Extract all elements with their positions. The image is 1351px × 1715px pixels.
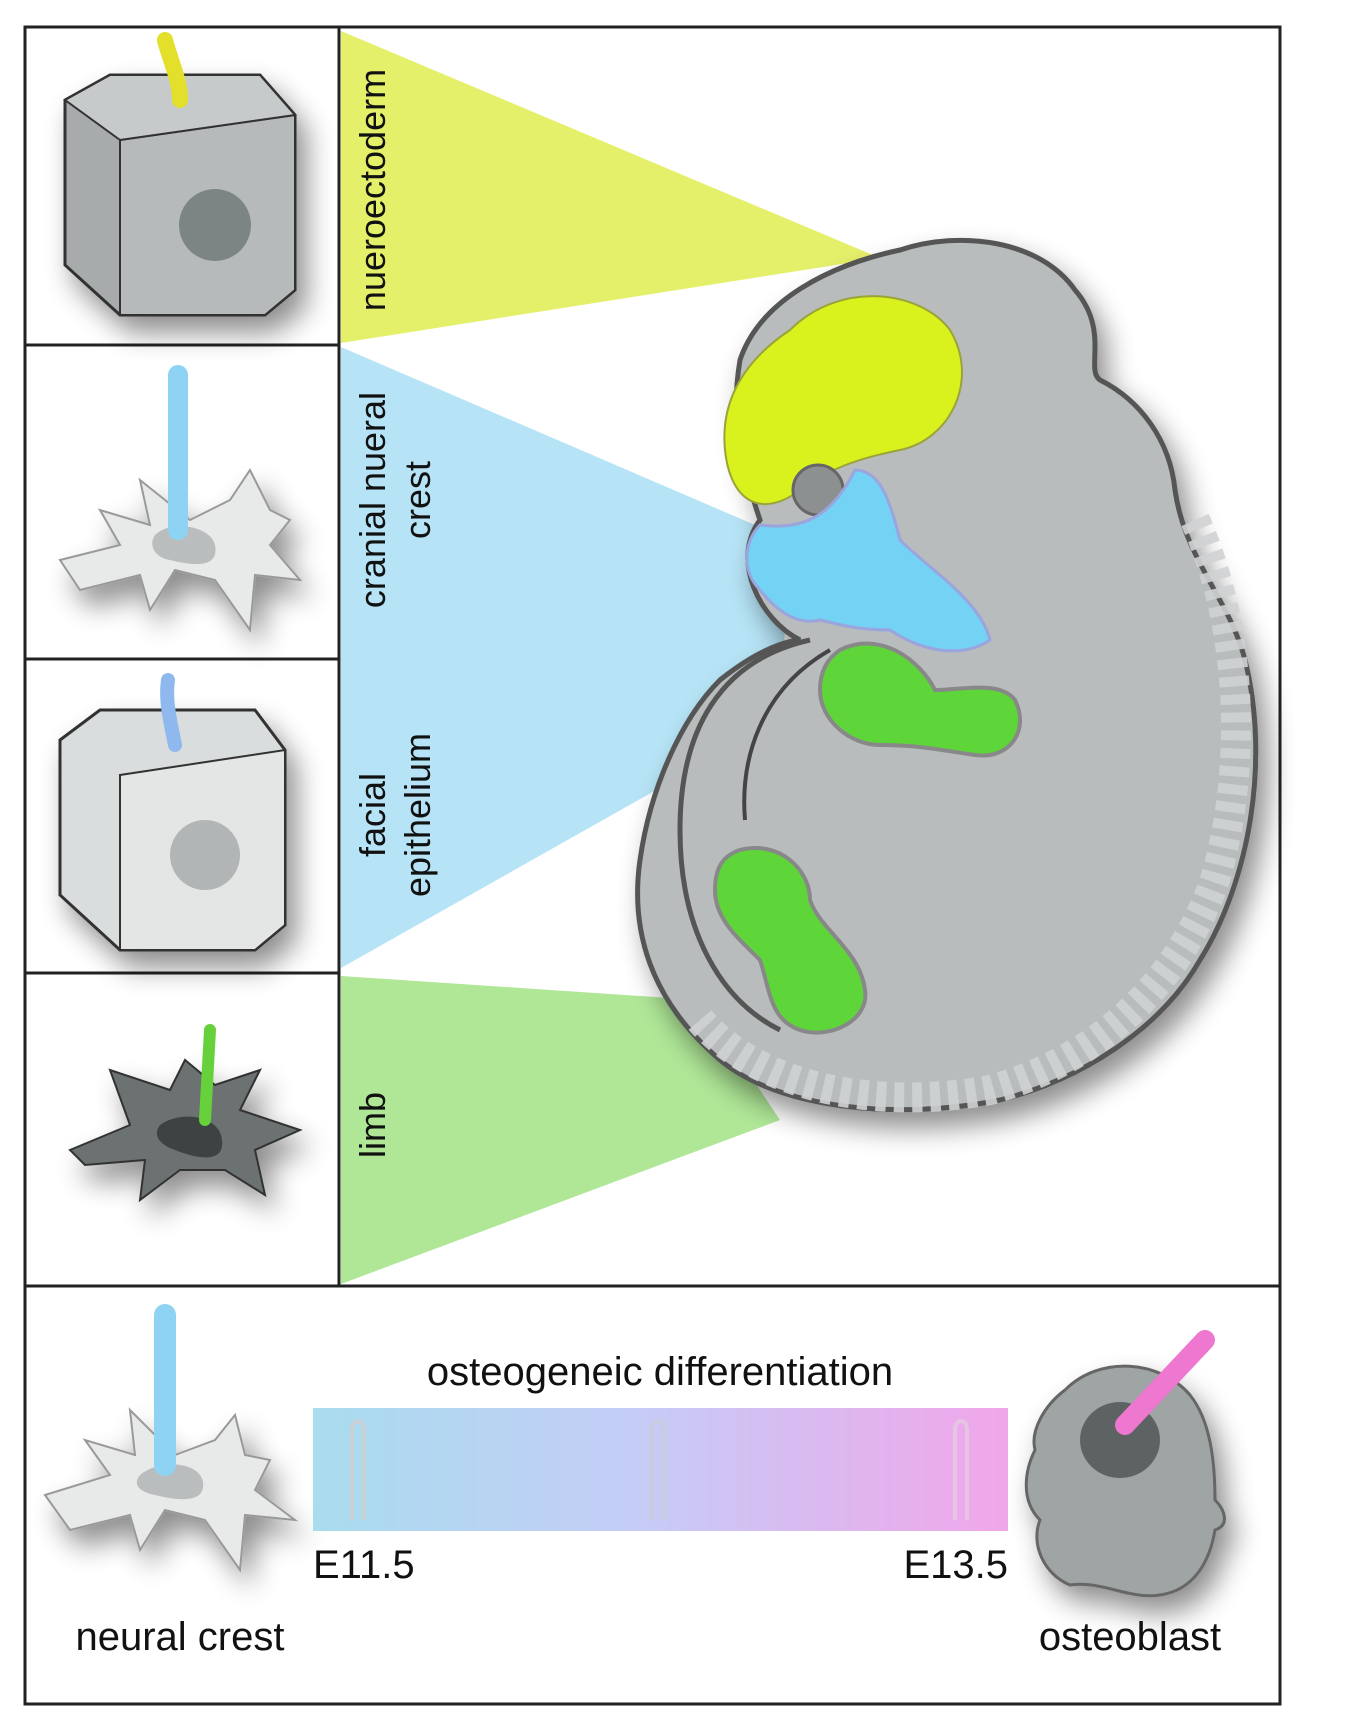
cell-cranial-neural-crest: [58, 468, 303, 633]
neural-crest-cell: [43, 1407, 299, 1573]
embryo-forelimb-green: [817, 641, 1022, 758]
label-limb: limb: [352, 1092, 393, 1158]
embryo-neural-crest-blue: [745, 468, 992, 653]
yellow-cilium: [157, 32, 188, 108]
embryo-forebrain-yellow: [723, 295, 963, 506]
cell-facial-epithelium: [58, 708, 287, 952]
label-cranial-neural-crest-line2: crest: [397, 461, 438, 539]
wedge-limb: [341, 976, 780, 1284]
gradient-cilium-1: [350, 1419, 366, 1520]
embryo-inner-contour: [677, 637, 811, 1033]
cell-limb: [68, 1058, 303, 1203]
label-neuroectoderm: nueroectoderm: [352, 69, 393, 311]
start-stage-label: E11.5: [313, 1543, 415, 1587]
green-cilium: [199, 1024, 216, 1126]
differentiation-title: osteogeneic differentiation: [427, 1350, 893, 1394]
wedge-neuroectoderm: [341, 31, 880, 343]
embryo-fold: [742, 648, 831, 821]
label-facial-epithelium-line2: epithelium: [397, 733, 438, 897]
osteoblast-cell: [1024, 1364, 1226, 1598]
cell-neuroectoderm: [63, 73, 297, 317]
gradient-cilium-2: [650, 1419, 666, 1520]
embryo-hindlimb-green: [712, 846, 868, 1035]
end-stage-label: E13.5: [903, 1543, 1008, 1587]
differentiation-gradient-bar: [313, 1408, 1008, 1531]
wedge-cranial-neural-crest: [341, 347, 790, 968]
blue-cilium-facial: [160, 673, 182, 752]
gradient-cilium-3: [953, 1419, 969, 1520]
osteoblast-cilium: [1115, 1330, 1215, 1435]
label-cranial-neural-crest-line1: cranial nueral: [352, 392, 393, 608]
label-facial-epithelium-line1: facial: [352, 773, 393, 857]
neural-crest-label: neural crest: [76, 1615, 285, 1659]
osteoblast-label: osteoblast: [1039, 1615, 1221, 1659]
somites: [688, 513, 1252, 1113]
